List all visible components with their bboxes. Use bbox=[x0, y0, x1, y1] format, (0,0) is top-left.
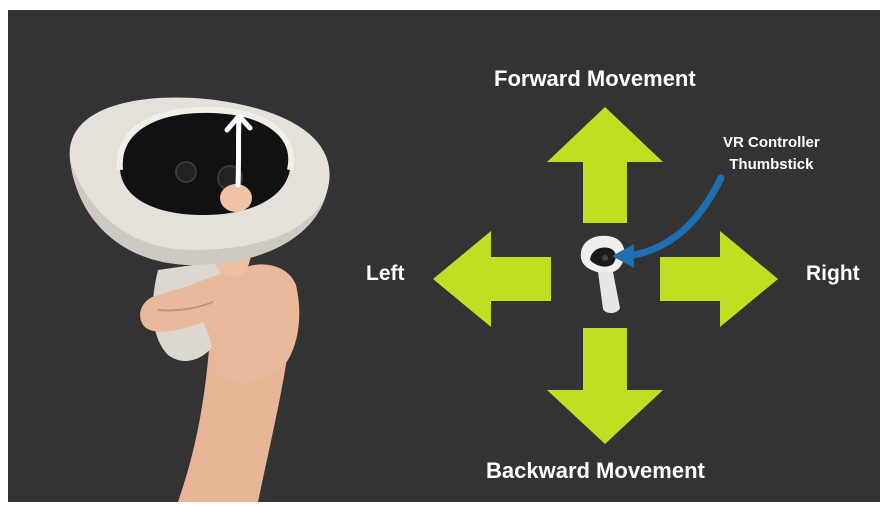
callout-label: VR Controller Thumbstick bbox=[723, 132, 820, 176]
hand-holding-controller-illustration bbox=[70, 98, 330, 502]
curved-pointer-arrow-icon bbox=[612, 178, 721, 268]
vr-controller-icon bbox=[581, 236, 625, 313]
arrow-left-icon bbox=[433, 231, 551, 327]
left-label: Left bbox=[366, 262, 405, 286]
forward-movement-label: Forward Movement bbox=[494, 66, 696, 92]
arrow-down-icon bbox=[547, 328, 663, 444]
arrow-right-icon bbox=[660, 231, 778, 327]
instruction-graphic: Forward Movement Backward Movement Left … bbox=[8, 10, 880, 502]
backward-movement-label: Backward Movement bbox=[486, 458, 705, 484]
callout-line-2: Thumbstick bbox=[723, 154, 820, 176]
right-label: Right bbox=[806, 262, 860, 286]
graphic-canvas bbox=[8, 10, 880, 502]
arrow-up-icon bbox=[547, 107, 663, 223]
thumb-tip bbox=[220, 184, 252, 212]
callout-line-1: VR Controller bbox=[723, 132, 820, 154]
b-button bbox=[176, 162, 196, 182]
